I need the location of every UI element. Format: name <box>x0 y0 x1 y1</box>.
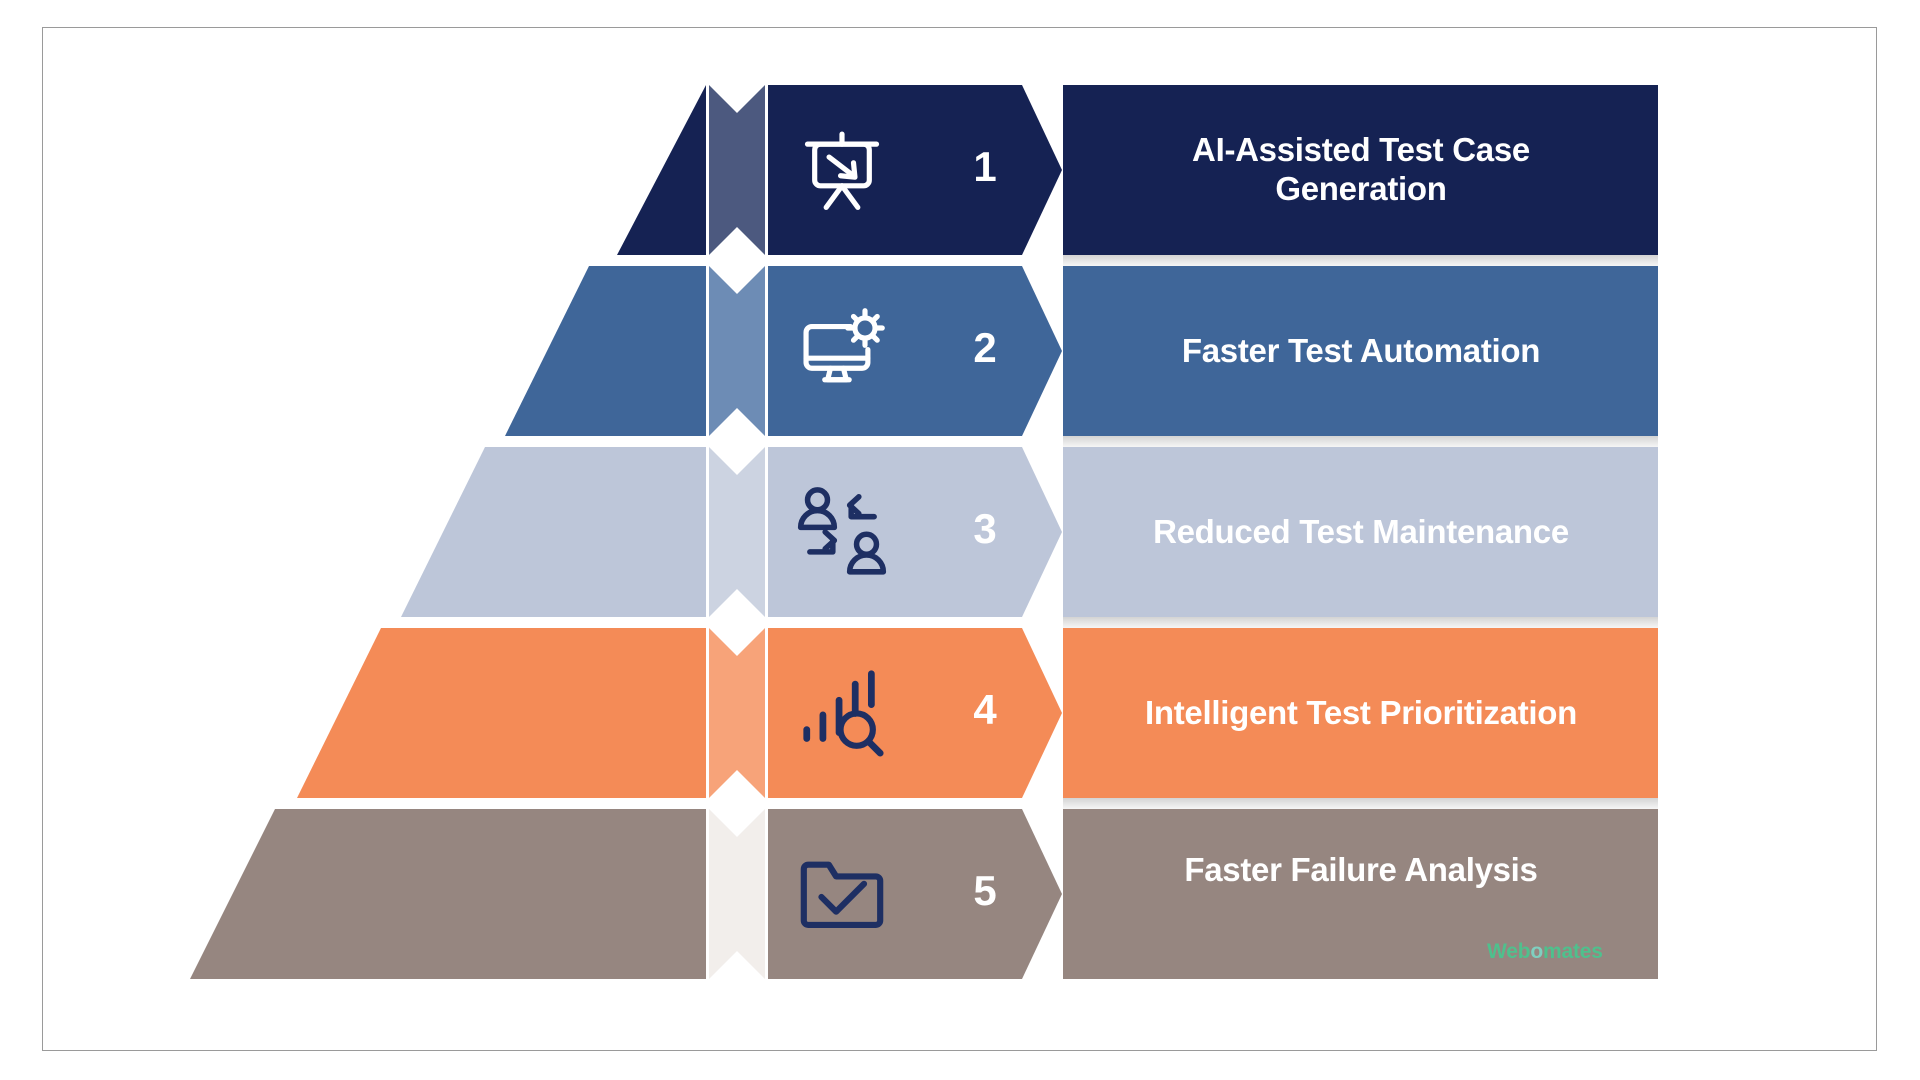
webomates-logo-part1: Web <box>1487 940 1531 963</box>
row-number-4: 4 <box>973 686 997 733</box>
icon-band-2 <box>768 266 1062 436</box>
row-1-shapes <box>617 85 1658 269</box>
row-number-1: 1 <box>973 143 997 190</box>
connector-strip-3 <box>709 447 765 617</box>
row-2-shapes <box>505 266 1658 450</box>
connector-strip-2 <box>709 266 765 436</box>
text-panel-5 <box>1063 809 1658 979</box>
text-panel-4 <box>1063 628 1658 798</box>
icon-band-5 <box>768 809 1062 979</box>
row-label-5: Faster Failure Analysis <box>1075 800 1647 940</box>
row-label-1-line2: Generation <box>1275 170 1447 207</box>
row-label-5-text: Faster Failure Analysis <box>1184 850 1538 888</box>
row-label-3: Reduced Test Maintenance <box>1075 447 1647 617</box>
connector-strip-5 <box>709 809 765 979</box>
pyramid-segment-2 <box>505 266 706 436</box>
icon-band-1 <box>768 85 1062 255</box>
monitor-gear-icon <box>790 299 894 403</box>
row-label-2-text: Faster Test Automation <box>1181 331 1541 369</box>
row-label-3-text: Reduced Test Maintenance <box>1153 512 1569 550</box>
row-label-1-line1: AI-Assisted Test Case <box>1192 131 1530 169</box>
pyramid-segment-3 <box>401 447 706 617</box>
users-exchange-icon <box>790 480 894 584</box>
pyramid-segment-5 <box>190 809 706 979</box>
bar-chart-search-icon <box>790 660 894 764</box>
icon-band-4 <box>768 628 1062 798</box>
text-panel-3 <box>1063 447 1658 617</box>
webomates-logo-part3: mates <box>1543 940 1603 963</box>
webomates-logo-part2: o <box>1530 940 1543 963</box>
pyramid-segment-1 <box>617 85 706 255</box>
webomates-logo: Webomates <box>1487 940 1603 964</box>
pyramid-segment-4 <box>297 628 706 798</box>
row-number-3: 3 <box>973 505 997 552</box>
icon-band-3 <box>768 447 1062 617</box>
row-number-2: 2 <box>973 324 997 371</box>
row-label-4-text: Intelligent Test Prioritization <box>1145 693 1577 731</box>
row-label-2: Faster Test Automation <box>1075 266 1647 436</box>
text-panel-1 <box>1063 85 1658 255</box>
row-label-1: AI-Assisted Test Case Generation <box>1075 85 1647 255</box>
folder-check-icon <box>790 845 894 949</box>
row-5-shapes <box>190 809 1658 979</box>
presentation-board-icon <box>790 118 894 222</box>
row-label-4: Intelligent Test Prioritization <box>1075 628 1647 798</box>
row-4-shapes <box>297 628 1658 812</box>
connector-strip-4 <box>709 628 765 798</box>
row-3-shapes <box>401 447 1658 631</box>
connector-strip-1 <box>709 85 765 255</box>
row-number-5: 5 <box>973 867 997 914</box>
text-panel-2 <box>1063 266 1658 436</box>
